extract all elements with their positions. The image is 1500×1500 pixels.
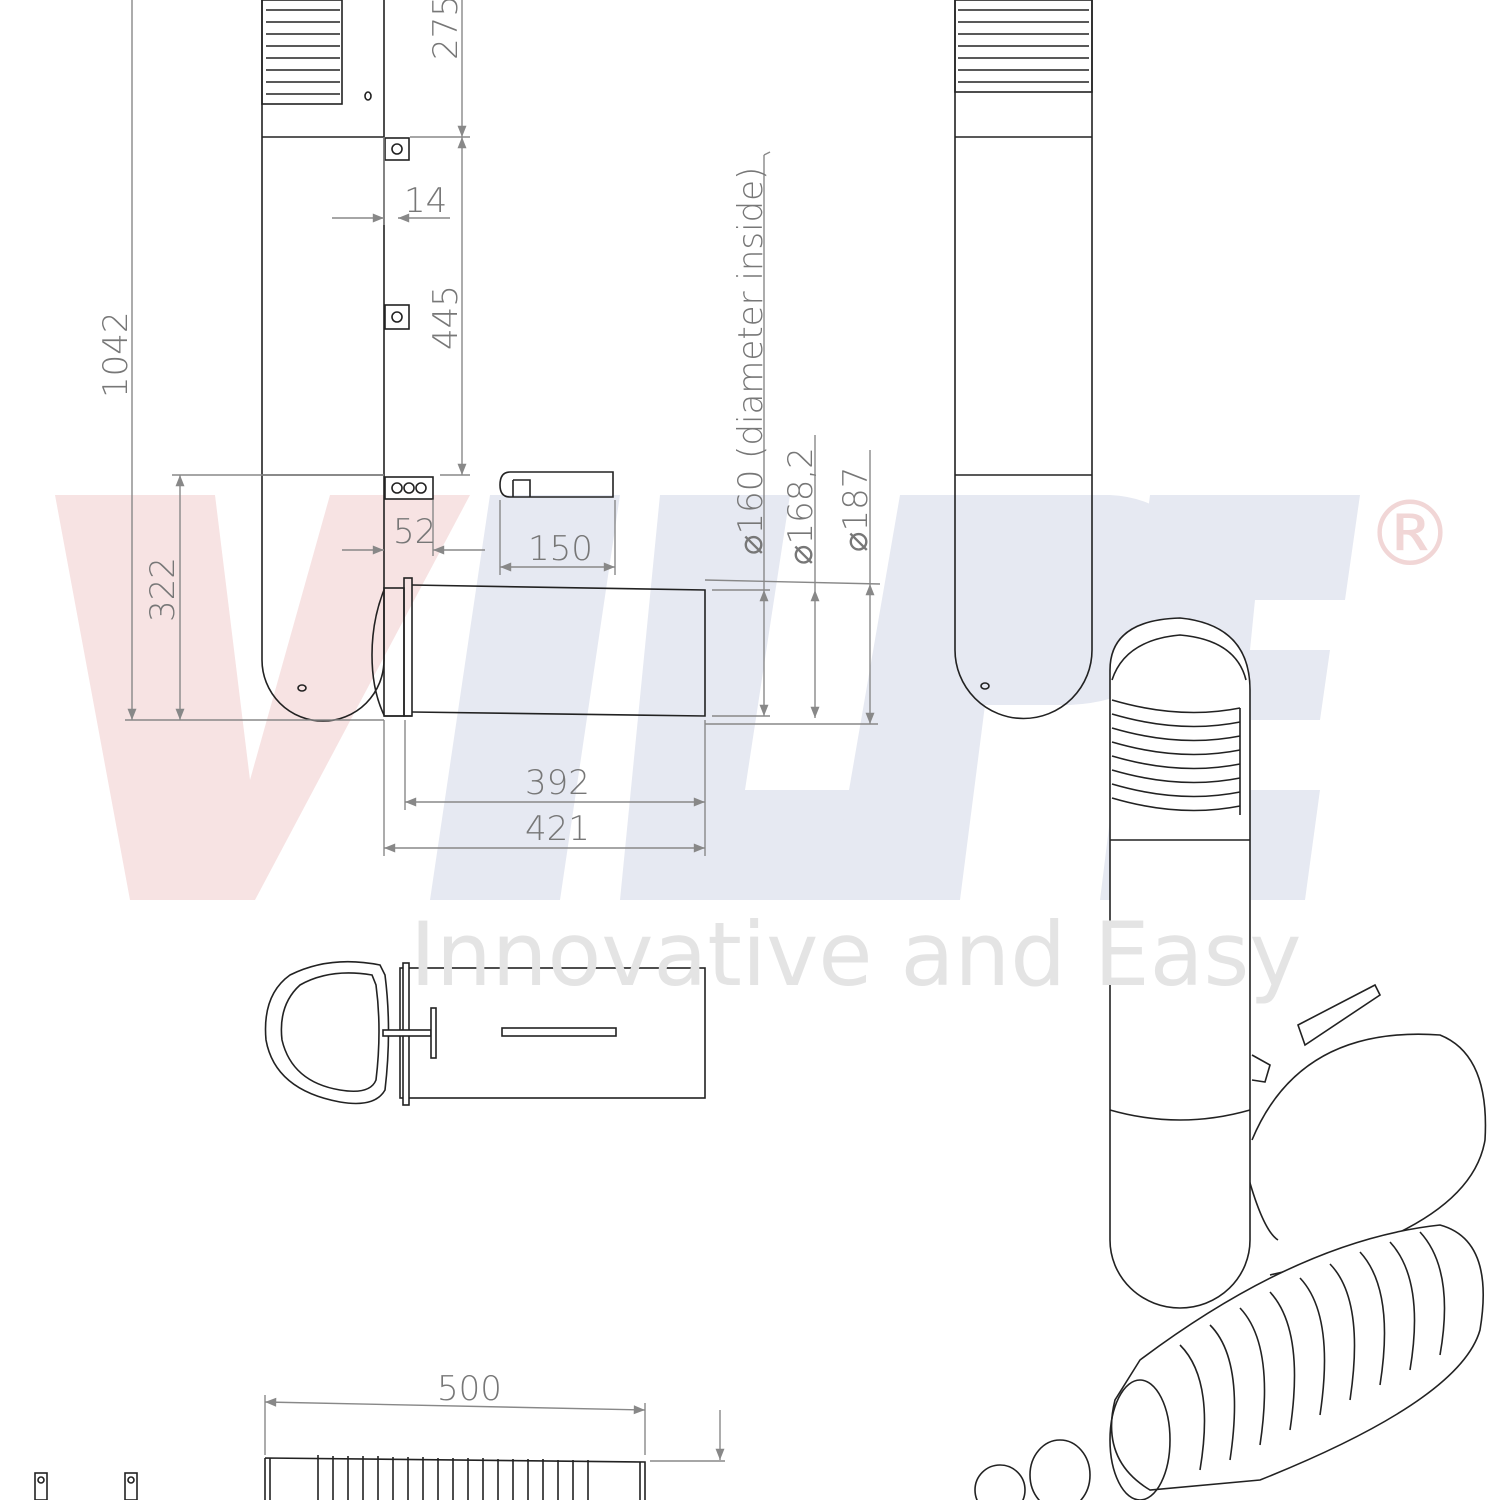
dim-diameter-168: ⌀168,2 bbox=[781, 447, 821, 565]
brackets bbox=[384, 137, 434, 500]
iso-louvers bbox=[1111, 699, 1241, 815]
dim-445: 445 bbox=[426, 285, 466, 350]
dim-52: 52 bbox=[393, 512, 436, 552]
dim-322: 322 bbox=[143, 557, 183, 622]
corrugations bbox=[1179, 1231, 1446, 1471]
dim-diameter-inside: ⌀160 (diameter inside) bbox=[731, 167, 771, 555]
plan-view bbox=[264, 960, 706, 1106]
dimension-lines bbox=[125, 0, 881, 856]
dim-1042: 1042 bbox=[96, 311, 136, 398]
louvers bbox=[261, 0, 343, 105]
dim-diameter-187: ⌀187 bbox=[836, 467, 876, 552]
dim-150: 150 bbox=[528, 529, 593, 569]
dim-421: 421 bbox=[525, 809, 590, 849]
registered-mark: ® bbox=[1365, 482, 1455, 587]
dim-14: 14 bbox=[404, 181, 447, 221]
corrugated-pipe-view bbox=[34, 1395, 725, 1500]
dim-392: 392 bbox=[525, 763, 590, 803]
side-view bbox=[954, 0, 1093, 720]
isometric-view bbox=[974, 617, 1487, 1500]
dim-275: 275 bbox=[426, 0, 466, 60]
loose-bracket-part bbox=[499, 471, 614, 498]
dim-500: 500 bbox=[437, 1369, 502, 1409]
